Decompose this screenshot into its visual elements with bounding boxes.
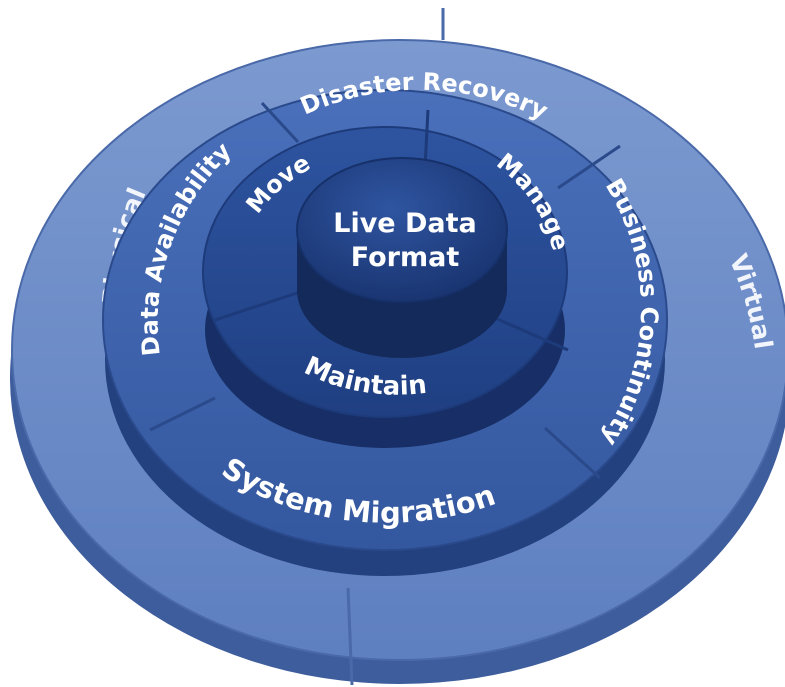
middle-divider-1: [260, 101, 300, 144]
middle-divider-4: [149, 396, 216, 432]
core-top: [296, 157, 508, 303]
middle-divider-3: [543, 426, 602, 480]
inner-divider-1: [423, 109, 430, 169]
core-cylinder: Live Data Format: [296, 157, 508, 358]
inner-divider-3: [494, 316, 569, 352]
core-label-line2: Format: [351, 242, 460, 273]
core-label-line1: Live Data: [333, 208, 477, 239]
outer-ring-divider-bottom: [346, 587, 354, 686]
inner-divider-2: [214, 290, 301, 322]
middle-divider-2: [557, 144, 621, 190]
